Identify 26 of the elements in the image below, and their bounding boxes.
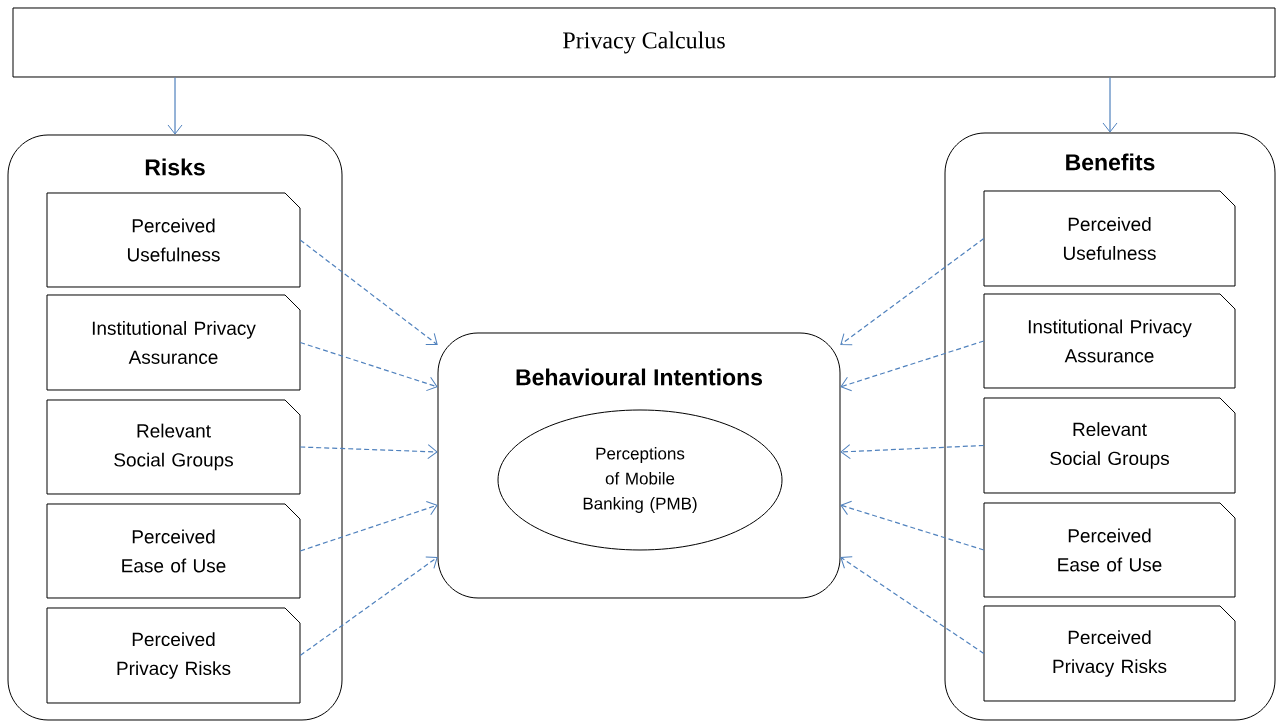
factor-box: Perceived Ease of Use (46, 503, 301, 599)
group-heading: Risks (145, 158, 205, 176)
arrow (840, 556, 985, 655)
arrow (299, 500, 438, 552)
arrow (299, 341, 438, 392)
factor-box: Relevant Social Groups (983, 397, 1236, 494)
factor-box: Relevant Social Groups (46, 399, 301, 495)
arrow (299, 444, 438, 460)
arrow (299, 239, 438, 346)
factor-box: Perceived Usefulness (46, 192, 301, 288)
factor-box: Perceived Ease of Use (983, 502, 1236, 598)
arrow (840, 500, 985, 551)
factor-box: Perceived Usefulness (983, 190, 1236, 287)
factor-box: Perceived Privacy Risks (983, 605, 1236, 702)
arrow (840, 340, 985, 392)
arrow (840, 237, 985, 346)
factor-box: Perceived Privacy Risks (46, 607, 301, 704)
arrow (299, 556, 438, 657)
group-heading: Benefits (1066, 153, 1155, 171)
factor-box: Institutional Privacy Assurance (46, 294, 301, 391)
arrow (840, 444, 985, 460)
group-heading: Behavioural Intentions (516, 368, 763, 386)
title-box: Privacy Calculus (12, 7, 1276, 78)
factor-box: Institutional Privacy Assurance (983, 293, 1236, 389)
arrow (1102, 76, 1118, 133)
arrow (167, 76, 183, 135)
